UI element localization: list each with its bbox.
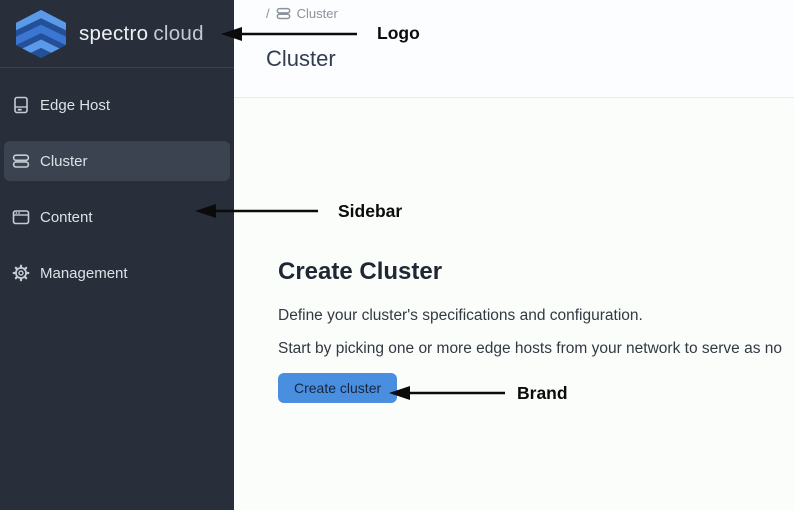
- spectro-cloud-logo-icon: [16, 9, 66, 58]
- content-icon: [12, 208, 30, 226]
- section-description-1: Define your cluster's specifications and…: [278, 307, 643, 324]
- management-gear-icon: [12, 264, 30, 282]
- sidebar-item-label: Management: [40, 264, 128, 282]
- sidebar-item-label: Cluster: [40, 152, 88, 170]
- breadcrumb: / Cluster: [266, 0, 794, 21]
- annotation-arrow-brand: [389, 385, 507, 401]
- annotation-arrow-sidebar: [195, 203, 320, 219]
- annotation-arrow-logo: [221, 26, 359, 42]
- page-title: Cluster: [266, 46, 336, 71]
- sidebar-nav: Edge Host Cluster: [0, 68, 234, 293]
- create-cluster-button[interactable]: Create cluster: [278, 373, 398, 403]
- section-description-2: Start by picking one or more edge hosts …: [278, 340, 782, 357]
- create-cluster-section: Create Cluster Define your cluster's spe…: [234, 98, 794, 403]
- sidebar-item-cluster[interactable]: Cluster: [4, 141, 230, 181]
- section-heading: Create Cluster: [278, 258, 443, 285]
- main-area: / Cluster Cluster Create Cluster Define …: [234, 0, 794, 510]
- breadcrumb-item-cluster[interactable]: Cluster: [296, 5, 338, 21]
- sidebar-item-label: Content: [40, 208, 93, 226]
- sidebar-item-edge-host[interactable]: Edge Host: [4, 85, 230, 125]
- sidebar-item-management[interactable]: Management: [4, 253, 230, 293]
- brand-name-primary: spectro: [79, 21, 149, 45]
- annotation-label-sidebar: Sidebar: [338, 201, 403, 221]
- brand-name-secondary: cloud: [153, 21, 204, 45]
- sidebar-item-label: Edge Host: [40, 96, 111, 114]
- page-header: / Cluster Cluster: [234, 0, 794, 98]
- cluster-icon: [276, 6, 291, 21]
- breadcrumb-separator: /: [266, 5, 270, 21]
- cluster-icon: [12, 152, 30, 170]
- annotation-label-logo: Logo: [377, 23, 420, 43]
- annotation-label-brand: Brand: [517, 383, 568, 403]
- edge-host-icon: [12, 96, 30, 114]
- sidebar-item-content[interactable]: Content: [4, 197, 230, 237]
